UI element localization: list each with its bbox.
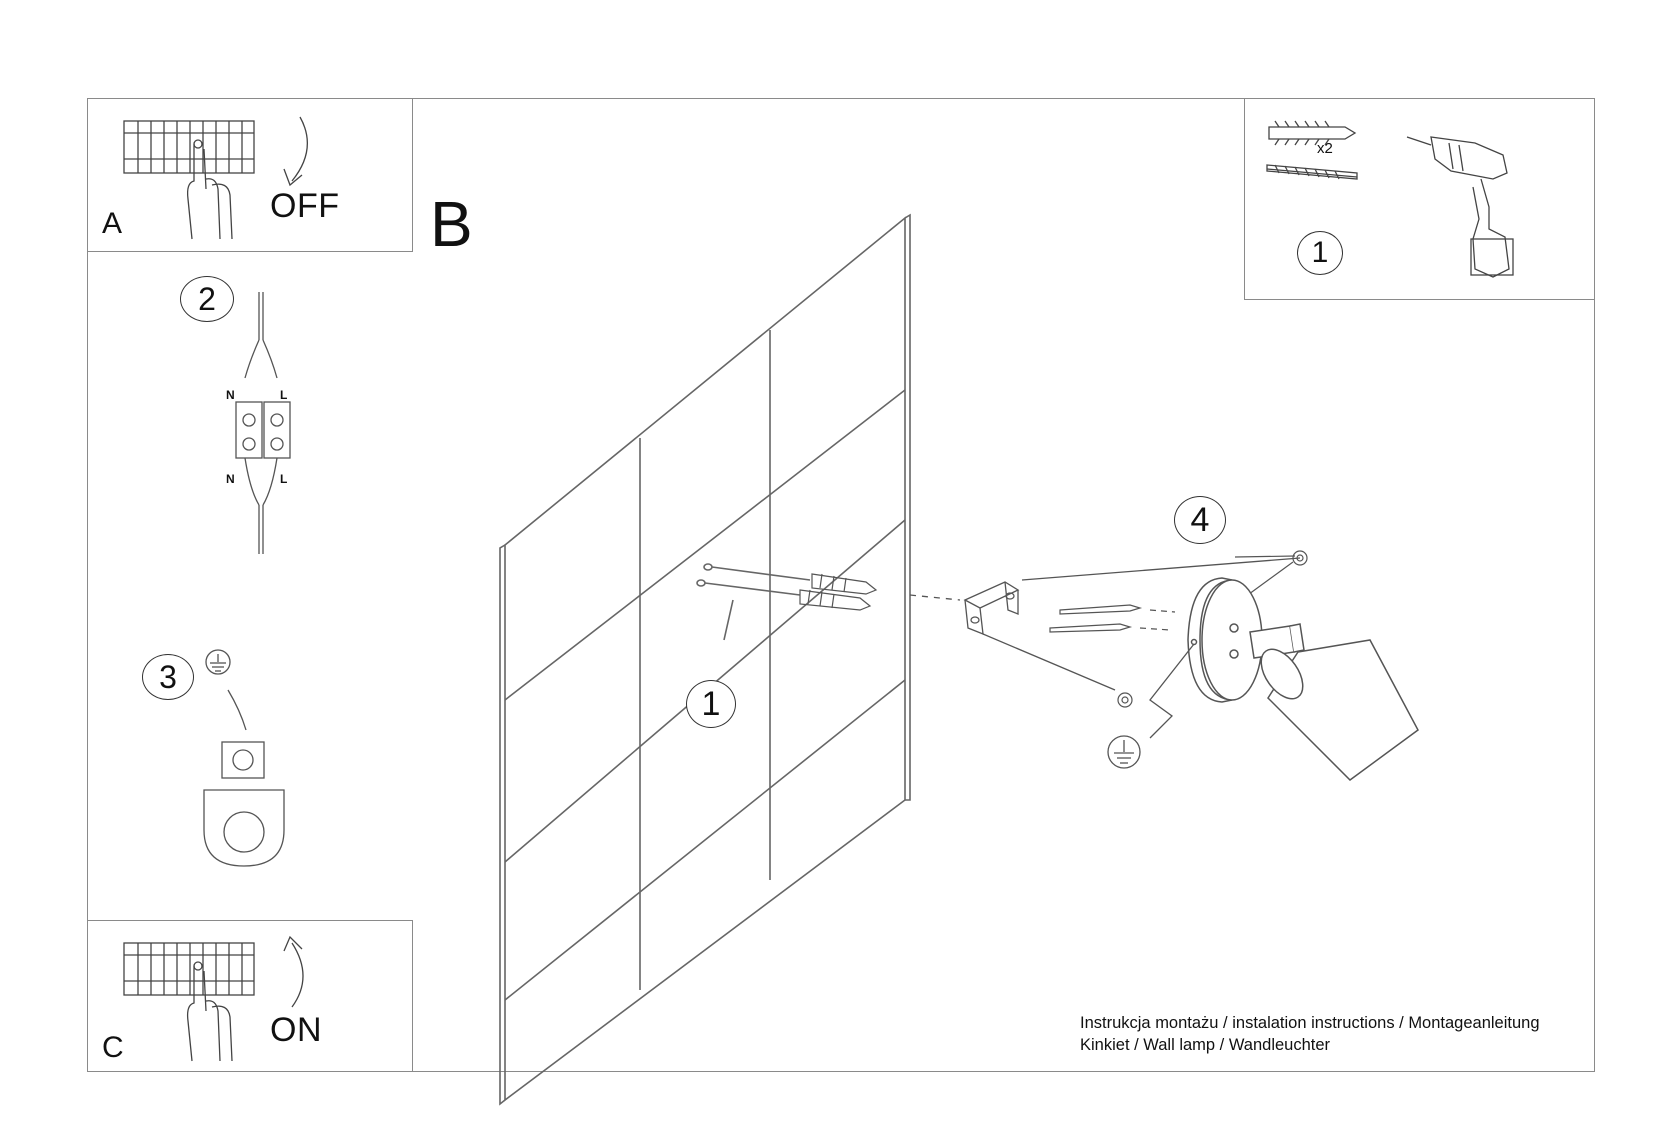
terminal-label-n-bottom: N — [226, 472, 235, 486]
curved-arrow-icon — [291, 116, 308, 182]
drill-icon — [1406, 136, 1514, 278]
ground-icon — [1107, 735, 1141, 769]
diagram-frame — [87, 98, 1595, 1072]
terminal-label-l-bottom: L — [280, 472, 288, 486]
caption-line-1: Instrukcja montażu / instalation instruc… — [1080, 1014, 1540, 1032]
step-1-kit-number: 1 — [1297, 231, 1343, 275]
instructions-caption: Instrukcja montażu / instalation instruc… — [1080, 1012, 1540, 1056]
panel-c: C ON — [87, 920, 413, 1072]
caption-line-2: Kinkiet / Wall lamp / Wandleuchter — [1080, 1036, 1331, 1054]
screw-icon — [1049, 550, 1308, 708]
step-4-number: 4 — [1174, 496, 1226, 544]
screw-icon — [1266, 164, 1358, 180]
circuit-breaker-icon — [123, 935, 304, 1062]
wall-lamp-icon — [1187, 577, 1419, 781]
panel-kit: x2 1 — [1244, 98, 1595, 300]
panel-a-action: OFF — [270, 187, 340, 225]
wall-plug-icon — [799, 573, 878, 611]
terminal-label-l-top: L — [280, 388, 288, 402]
wall-plug-icon — [1268, 120, 1357, 146]
circuit-breaker-icon — [123, 116, 308, 240]
panel-c-letter: C — [102, 1031, 124, 1064]
quantity-label: x2 — [1317, 140, 1333, 157]
step-3-number: 3 — [142, 654, 194, 700]
step-1-wall-number: 1 — [686, 680, 736, 728]
panel-a-letter: A — [102, 207, 123, 240]
ground-icon — [205, 649, 231, 675]
terminal-label-n-top: N — [226, 388, 235, 402]
hand-icon — [186, 966, 233, 1062]
hand-icon — [186, 144, 233, 240]
panel-a: A OFF — [87, 98, 413, 252]
step-2-number: 2 — [180, 276, 234, 322]
panel-b-letter: B — [430, 188, 473, 260]
panel-c-action: ON — [270, 1011, 322, 1049]
curved-arrow-icon — [291, 942, 304, 1008]
